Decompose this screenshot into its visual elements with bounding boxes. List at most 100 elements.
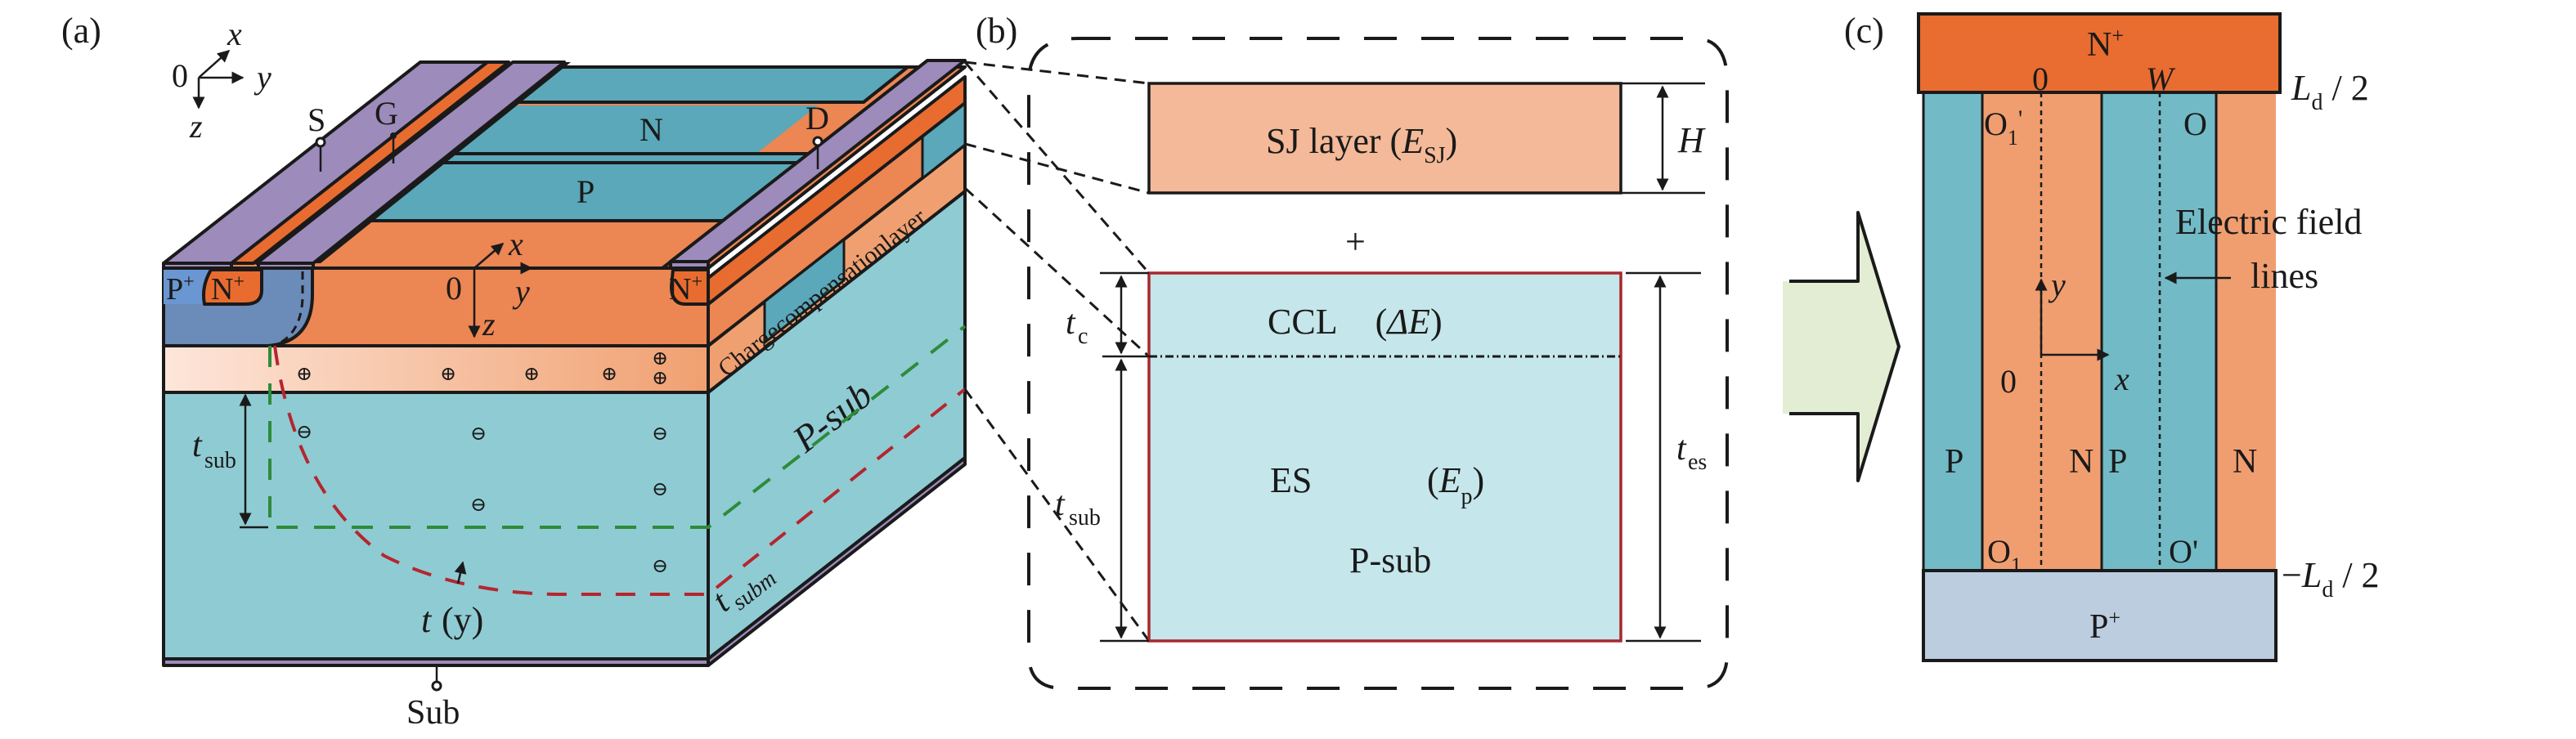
axes-z-label: z — [189, 108, 203, 145]
gate-nplus-strip — [230, 60, 510, 265]
gate-label: G — [375, 95, 398, 132]
positive-charges: ⊕ ⊕ ⊕ ⊕ ⊕ ⊕ — [296, 348, 668, 389]
source-label: S — [307, 101, 325, 138]
negative-charge: ⊖ — [652, 423, 668, 445]
pillar-label-p-1: P — [1945, 443, 1963, 481]
t-sub-sub: sub — [204, 448, 236, 473]
tes-sub: es — [1688, 450, 1707, 475]
pplus-label: P+ — [166, 271, 195, 307]
terminal-sub: Sub — [406, 665, 460, 732]
pillar-label-n-1: N — [2069, 443, 2094, 481]
pplus-contact-label: P+ — [2089, 606, 2120, 646]
positive-charge: ⊕ — [601, 364, 617, 385]
panel-b: (b) SJ layer (ESJ) H + CCL(ΔE) ES (Ep) P… — [976, 11, 1729, 690]
sub-terminal-icon — [431, 680, 442, 692]
inner-x-arrow — [473, 243, 505, 269]
drain-label: D — [806, 100, 829, 137]
inner-axes: 0 x y z — [446, 226, 533, 343]
top-zero-label: 0 — [2032, 60, 2049, 97]
terminal-source: S — [307, 101, 326, 172]
ccl-label: CCL(ΔE) — [1268, 302, 1443, 342]
t-sub-boundary-line — [268, 325, 967, 529]
t-y-boundary-line — [273, 345, 967, 596]
tc-sub: c — [1078, 324, 1088, 349]
t-y-var: t — [421, 600, 433, 640]
ld-top-label: Ld / 2 — [2291, 68, 2369, 115]
positive-charge: ⊕ — [652, 368, 668, 389]
arrow-outline — [1789, 211, 1901, 482]
inner-z-label: z — [482, 306, 496, 343]
front-face: P+ N+ N+ 0 x y z ⊕ ⊕ ⊕ ⊕ ⊕ ⊕ — [162, 226, 967, 732]
front-nplus-left — [202, 268, 263, 306]
local-y-label: y — [2048, 266, 2066, 303]
axes-legend: 0 x y z — [172, 16, 272, 145]
terminal-gate: G — [375, 95, 398, 163]
axes-y-label: y — [254, 59, 272, 96]
ld-bottom-label: −Ld / 2 — [2282, 555, 2380, 602]
tc-dimension: t c — [1066, 271, 1149, 358]
sj-layer-box — [1147, 82, 1622, 195]
top-w-label: W — [2146, 60, 2176, 97]
field-label-line1: Electric field — [2175, 202, 2362, 242]
positive-charge: ⊕ — [523, 364, 540, 385]
sub-label: Sub — [406, 694, 460, 732]
es-box — [1147, 271, 1622, 643]
side-pillar-p1 — [763, 236, 846, 346]
t-sub-dimension: t sub — [192, 393, 268, 529]
tsub-var: t — [1055, 486, 1066, 523]
panel-a-label: (a) — [61, 11, 101, 51]
top-p-label: P — [577, 173, 595, 210]
negative-charges: ⊖ ⊖ ⊖ ⊖ ⊖ ⊖ — [296, 422, 668, 577]
nplus-contact-label: N+ — [2087, 24, 2124, 64]
inner-origin: 0 — [446, 270, 462, 307]
t-sub-var: t — [192, 427, 203, 464]
pillar-n-2 — [2216, 92, 2276, 571]
point-o: O — [2183, 105, 2207, 142]
local-x-label: x — [2114, 361, 2129, 397]
nplus-right-label: N+ — [669, 271, 702, 307]
negative-charge: ⊖ — [296, 422, 312, 443]
top-n-label: N — [640, 111, 663, 148]
panel-c: (c) N+ P+ 0 W Ld / 2 −Ld / 2 O1' O O1 O'… — [1844, 11, 2380, 662]
positive-charge: ⊕ — [296, 364, 312, 385]
es-label: ES — [1270, 460, 1312, 500]
local-axes: y x 0 — [2000, 266, 2129, 400]
panel-b-dashed-frame — [1027, 37, 1729, 690]
tsub-sub: sub — [1069, 505, 1101, 531]
negative-charge: ⊖ — [652, 556, 668, 577]
pillar-p-1 — [1922, 91, 1984, 572]
gate-terminal-icon — [390, 132, 397, 139]
tc-var: t — [1066, 304, 1076, 342]
left-electrodes — [162, 60, 571, 271]
point-o1: O1 — [1987, 533, 2022, 577]
right-face: Chargecompensationlayer P-sub t subm — [706, 75, 967, 667]
pillar-label-p-2: P — [2108, 443, 2127, 481]
pillar-label-n-2: N — [2233, 443, 2257, 481]
h-dimension: H — [1621, 82, 1706, 195]
point-o-prime: O' — [2169, 533, 2198, 570]
pplus-contact — [1922, 569, 2278, 662]
nplus-left-label: N+ — [211, 271, 245, 307]
positive-charge: ⊕ — [440, 364, 456, 385]
drain-terminal-icon — [812, 136, 824, 147]
front-ccl — [162, 344, 710, 394]
field-label-line2: lines — [2251, 256, 2318, 296]
axes-x-label: x — [227, 16, 242, 52]
panel-b-label: (b) — [976, 11, 1017, 51]
positive-charge: ⊕ — [652, 348, 668, 370]
local-origin: 0 — [2000, 363, 2017, 400]
negative-charge: ⊖ — [470, 423, 487, 445]
sj-layer-label: SJ layer (ESJ) — [1266, 121, 1457, 168]
inner-y-label: y — [512, 273, 530, 310]
gate-metal-shadow — [313, 62, 571, 263]
panel-c-label: (c) — [1844, 11, 1884, 51]
tes-dimension: t es — [1626, 271, 1707, 643]
panel-a: (a) 0 x y z Chargecompensationlayer P-su… — [61, 11, 1151, 732]
ep-label: (Ep) — [1427, 460, 1484, 509]
inner-x-label: x — [508, 226, 523, 262]
front-nplus-right — [670, 268, 710, 306]
plus-sign: + — [1345, 222, 1366, 262]
point-o1-prime: O1' — [1984, 105, 2022, 150]
terminal-drain: D — [806, 100, 829, 169]
